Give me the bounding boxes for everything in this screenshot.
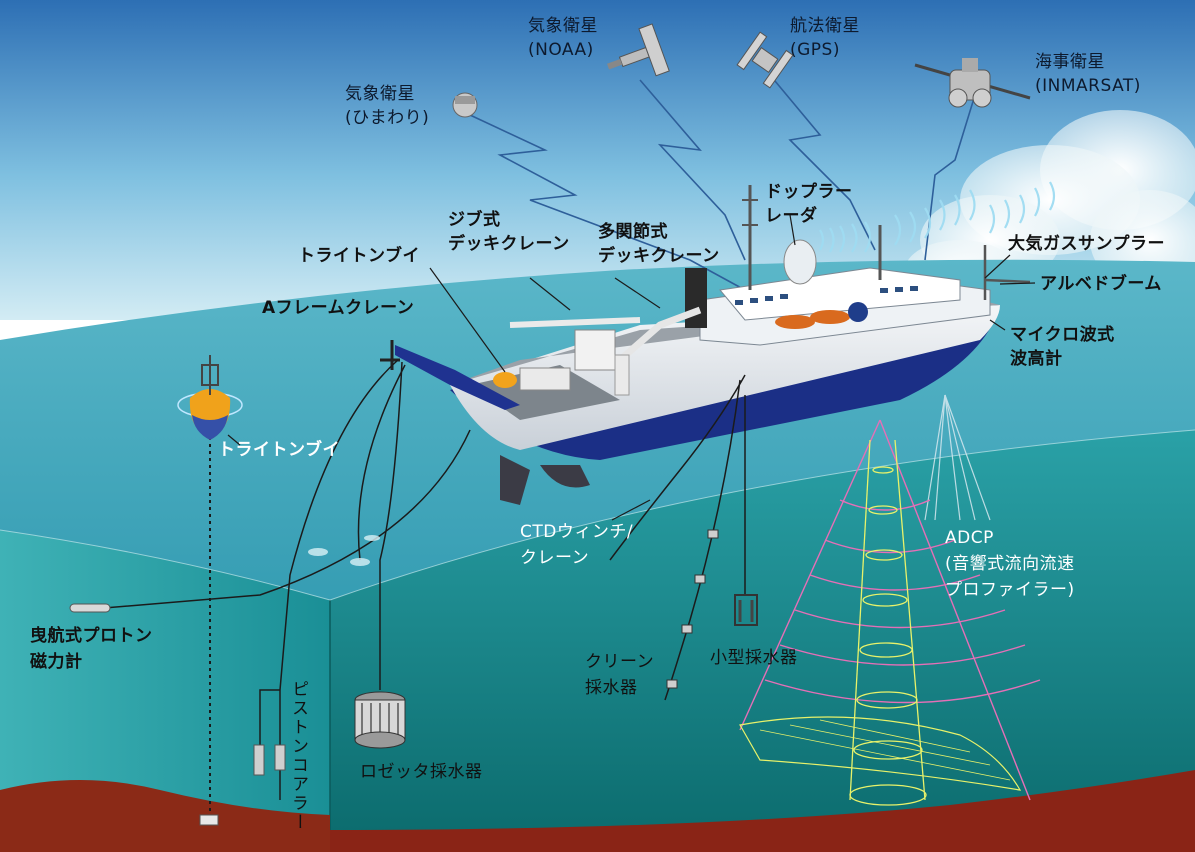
sonar-cone — [739, 419, 1041, 806]
seabed — [0, 780, 330, 852]
block-top-edge — [0, 429, 1195, 601]
proton-magnetometer-icon — [69, 603, 111, 613]
label-towed-magnetometer-1: 曳航式プロトン — [30, 626, 153, 646]
small-sampler-icon — [734, 594, 758, 626]
label-adcp-3: プロファイラー) — [945, 580, 1075, 600]
satellite-noaa-icon — [607, 23, 670, 77]
label-gps-sub: (GPS) — [790, 40, 840, 60]
label-adcp-1: ADCP — [945, 528, 994, 548]
satellite-gps-icon — [736, 31, 794, 89]
label-ctd-winch-2: クレーン — [520, 548, 590, 568]
label-triton-buoy-deck: トライトンブイ — [298, 246, 420, 266]
clean-sampler-icon — [666, 529, 719, 689]
research-ship — [380, 185, 1031, 505]
label-doppler-radar-2: レーダ — [765, 206, 818, 226]
label-inmarsat-sub: (INMARSAT) — [1035, 76, 1141, 96]
label-albedo-boom: アルベドブーム — [1040, 274, 1162, 294]
label-multi-joint-crane-2: デッキクレーン — [598, 246, 720, 266]
label-triton-buoy: トライトンブイ — [218, 440, 340, 460]
satellite-himawari-icon — [452, 92, 478, 118]
label-noaa-sub: (NOAA) — [528, 40, 594, 60]
label-a-frame-crane: Aフレームクレーン — [262, 298, 415, 318]
label-gps-title: 航法衛星 — [790, 16, 860, 36]
tow-and-cable-lines — [79, 359, 471, 800]
label-himawari-sub: (ひまわり) — [345, 108, 430, 128]
label-clean-sampler-2: 採水器 — [585, 678, 638, 698]
triton-buoy-icon — [177, 355, 243, 826]
leader-lines — [227, 214, 1036, 446]
label-leader-to-ctd — [611, 499, 651, 521]
label-doppler-radar-1: ドップラー — [765, 182, 853, 202]
label-jib-crane-2: デッキクレーン — [448, 234, 570, 254]
label-small-sampler: 小型採水器 — [710, 648, 798, 668]
label-ctd-winch-1: CTDウィンチ/ — [520, 522, 634, 542]
label-noaa-title: 気象衛星 — [528, 16, 598, 36]
label-adcp-2: (音響式流向流速 — [945, 554, 1075, 574]
label-inmarsat-title: 海事衛星 — [1035, 52, 1105, 72]
rosette-sampler-icon — [354, 691, 406, 749]
label-microwave-wave-gauge-2: 波高計 — [1010, 349, 1063, 369]
label-microwave-wave-gauge-1: マイクロ波式 — [1010, 325, 1115, 345]
ctd-and-sampler-lines — [609, 374, 746, 701]
label-himawari-title: 気象衛星 — [345, 84, 415, 104]
satellite-inmarsat-icon — [914, 58, 1031, 108]
label-towed-magnetometer-2: 磁力計 — [30, 652, 83, 672]
label-clean-sampler-1: クリーン — [585, 652, 655, 672]
adcp-beams — [924, 394, 991, 521]
label-piston-corer: ピストンコアラー — [288, 680, 308, 832]
label-jib-crane-1: ジブ式 — [448, 210, 501, 230]
label-air-gas-sampler: 大気ガスサンプラー — [1008, 234, 1165, 254]
piston-corer-weight — [274, 744, 286, 771]
label-rosette-sampler: ロゼッタ採水器 — [360, 762, 483, 782]
label-multi-joint-crane-1: 多関節式 — [598, 222, 668, 242]
surface-bubbles — [308, 535, 380, 566]
seabed-right — [330, 770, 1195, 852]
radio-waves — [819, 181, 1056, 253]
piston-corer-icon — [253, 744, 265, 776]
